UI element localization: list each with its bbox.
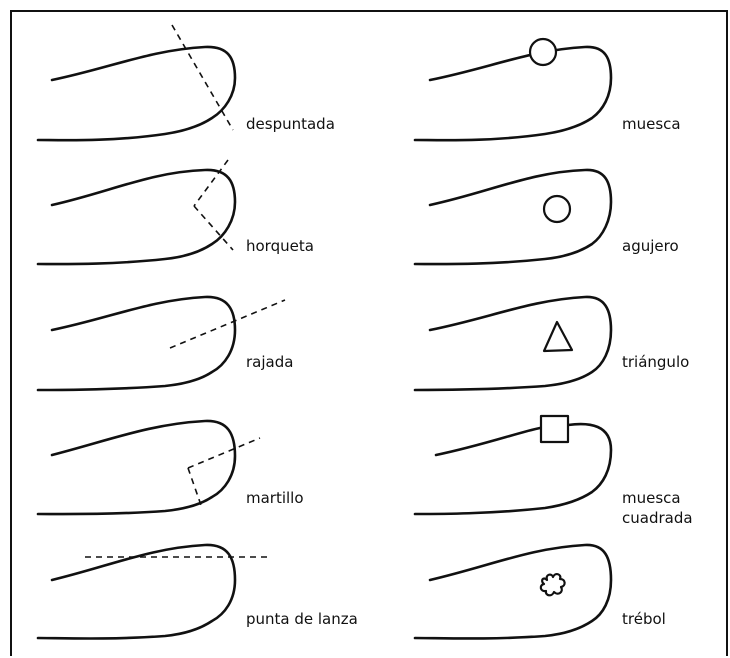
label-despuntada: despuntada [246, 114, 335, 134]
label-martillo: martillo [246, 488, 304, 508]
ear-outline-rajada [38, 297, 235, 390]
notch-circle-mark [530, 39, 556, 65]
cut-line-martillo-upper [188, 438, 260, 468]
label-rajada: rajada [246, 352, 293, 372]
label-muesca-cuadrada-line2: cuadrada [622, 508, 693, 528]
cut-line-rajada [170, 300, 285, 348]
ear-rajada [38, 297, 285, 390]
ear-muesca-cuadrada [415, 416, 611, 514]
ear-outline-agujero [415, 170, 611, 264]
ear-outline-horqueta [38, 170, 235, 264]
ear-outline-triangulo [415, 297, 611, 390]
ear-triangulo [415, 297, 611, 390]
label-trebol: trébol [622, 609, 666, 629]
ear-outline-muesca-cuadrada [415, 424, 611, 514]
hole-mark [544, 196, 570, 222]
label-punta-de-lanza: punta de lanza [246, 609, 358, 629]
label-agujero: agujero [622, 236, 679, 256]
ear-punta-de-lanza [38, 545, 272, 639]
ear-outline-punta-de-lanza [38, 545, 235, 639]
ear-martillo [38, 421, 260, 514]
ear-trebol [415, 545, 611, 639]
cut-line-despuntada [172, 25, 233, 130]
label-triangulo: triángulo [622, 352, 689, 372]
ear-agujero [415, 170, 611, 264]
label-muesca: muesca [622, 114, 681, 134]
cut-line-horqueta-upper [194, 160, 228, 206]
ear-despuntada [38, 25, 235, 140]
ear-outline-despuntada [38, 47, 235, 140]
ear-muesca [415, 39, 611, 140]
clover-mark [541, 574, 565, 595]
label-muesca-cuadrada-line1: muesca [622, 488, 681, 508]
triangle-mark [544, 322, 572, 351]
ear-outline-muesca [415, 47, 611, 140]
label-horqueta: horqueta [246, 236, 314, 256]
ear-outline-trebol [415, 545, 611, 639]
ear-horqueta [38, 160, 235, 264]
cut-line-martillo-lower [188, 468, 202, 508]
square-notch-mark [541, 416, 568, 442]
ear-outline-martillo [38, 421, 235, 514]
